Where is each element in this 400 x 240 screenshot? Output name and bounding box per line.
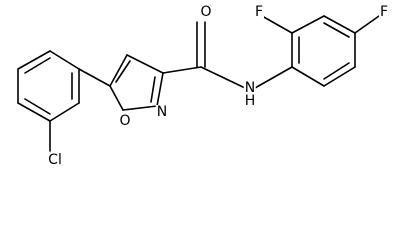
bond	[49, 102, 80, 122]
bond	[17, 102, 51, 122]
molecule-bonds	[17, 15, 380, 152]
bond	[323, 15, 356, 34]
bond	[291, 15, 325, 34]
bond	[109, 54, 128, 87]
chlorine-label: Cl	[47, 152, 63, 168]
aryl-isoxazole-bond	[78, 68, 111, 87]
isoxazole-nitrogen-label: N	[155, 104, 169, 120]
aromatic-double-bond	[150, 76, 156, 103]
c-f-bond	[354, 15, 380, 34]
bond	[126, 54, 164, 74]
aromatic-double-bond	[323, 62, 350, 80]
ring-carbonyl-bond	[162, 66, 202, 74]
bond	[122, 105, 158, 111]
bond	[49, 50, 80, 70]
amide-hydrogen-label: H	[243, 93, 257, 109]
n-aryl-bond	[254, 66, 293, 89]
isoxazole-oxygen-label: O	[118, 113, 132, 129]
bond	[17, 50, 51, 70]
bond	[156, 72, 164, 107]
aromatic-double-bond	[115, 60, 131, 83]
amide-nitrogen-label: N	[243, 80, 257, 96]
fluorine-label: F	[253, 4, 265, 20]
bond	[323, 66, 356, 87]
molecule-diagram: F F O N H N O Cl	[17, 4, 390, 168]
bond	[291, 66, 325, 87]
carbonyl-oxygen-label: O	[199, 4, 213, 20]
bond	[109, 85, 124, 111]
c-f-bond	[261, 15, 293, 34]
fluorine-label: F	[378, 4, 390, 20]
aromatic-double-bond	[24, 57, 51, 74]
aromatic-double-bond	[24, 98, 51, 115]
aromatic-double-bond	[323, 22, 350, 38]
amide-c-n-bond	[200, 66, 246, 89]
